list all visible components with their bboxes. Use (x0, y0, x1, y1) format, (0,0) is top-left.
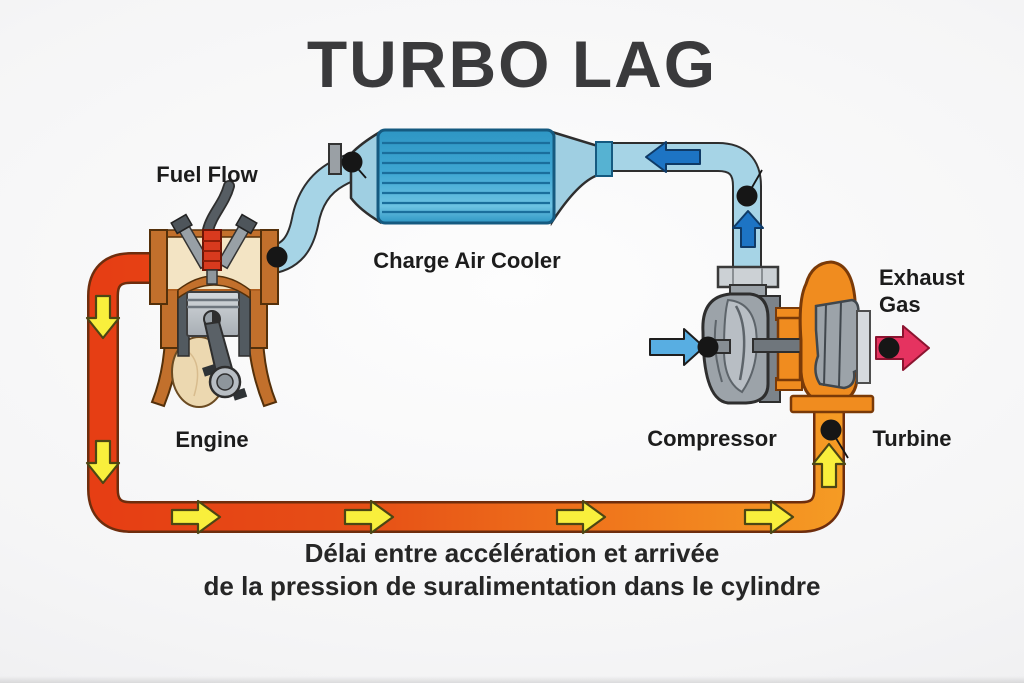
cooler-right-connector (595, 141, 613, 177)
caption-line-2: de la pression de suralimentation dans l… (203, 571, 821, 601)
junction-dot (878, 337, 900, 359)
hot-exhaust-pipe (87, 252, 845, 533)
page-title: TURBO LAG (306, 27, 718, 101)
yellow-arrow-right-4 (743, 499, 795, 535)
blue-arrow-up (732, 210, 764, 248)
cooler-right-tank (550, 130, 600, 227)
charge-air-pipe-compressor (598, 142, 762, 271)
junction-dot (266, 246, 288, 268)
intake-air-arrow (649, 328, 705, 366)
label-fuel-flow: Fuel Flow (156, 162, 258, 187)
charge-air-cooler-illustration (328, 128, 613, 227)
yellow-arrow-down-2 (85, 439, 121, 485)
yellow-arrow-right-3 (555, 499, 607, 535)
blue-flow-arrows (645, 141, 764, 248)
yellow-arrow-down-1 (85, 294, 121, 340)
junction-dot (697, 336, 719, 358)
cooler-fins (382, 141, 550, 214)
blue-arrow-left (645, 141, 701, 173)
exhaust-gas-arrow (875, 325, 930, 371)
compressor-wheel (722, 298, 758, 394)
yellow-arrow-right-2 (343, 499, 395, 535)
engine-illustration (149, 180, 279, 408)
yellow-arrow-right-1 (170, 499, 222, 535)
exhaust-valve (216, 213, 258, 270)
caption: Délai entre accélération et arrivée de l… (0, 537, 1024, 603)
label-charge-air-cooler: Charge Air Cooler (373, 248, 561, 273)
junction-dots (266, 151, 900, 459)
cooler-left-connector (328, 143, 342, 175)
turbocharger-illustration (701, 260, 875, 414)
label-engine: Engine (175, 427, 249, 452)
label-compressor: Compressor (647, 426, 777, 451)
caption-line-1: Délai entre accélération et arrivée (304, 538, 720, 568)
junction-dot (820, 419, 842, 441)
label-exhaust-gas: Exhaust Gas (879, 265, 965, 317)
turbine-bottom-flange (789, 394, 875, 414)
yellow-flow-arrows (85, 294, 847, 535)
junction-dot (736, 185, 758, 207)
engine-leg-right (247, 338, 278, 408)
label-turbine: Turbine (872, 426, 952, 451)
exhaust-flange (856, 310, 871, 384)
junction-dot (341, 151, 363, 173)
yellow-arrow-up-1 (811, 442, 847, 489)
